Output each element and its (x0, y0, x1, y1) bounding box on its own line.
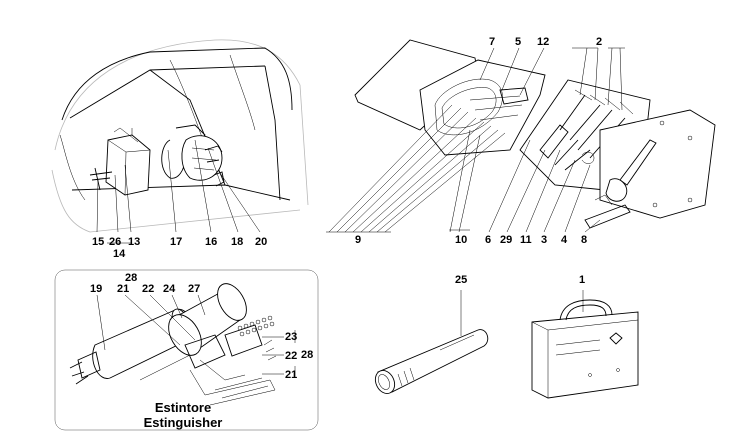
callout-3: 3 (541, 234, 548, 246)
callout-24: 24 (163, 283, 176, 295)
tool-bag-illustration (531, 290, 639, 399)
callout-17: 17 (170, 236, 183, 248)
callout-8: 8 (581, 234, 588, 246)
toolkit-leader-lines (326, 47, 625, 233)
caption-english: Estinguisher (143, 415, 223, 430)
callout-4: 4 (561, 234, 568, 246)
trunk-leader-lines (96, 139, 261, 244)
callout-22-top: 22 (142, 283, 155, 295)
caption-italian: Estintore (154, 400, 212, 415)
callout-25: 25 (455, 274, 468, 286)
callout-11: 11 (520, 234, 532, 246)
extinguisher-panel (54, 269, 319, 431)
callout-10: 10 (455, 234, 468, 246)
callout-19: 19 (90, 283, 103, 295)
callout-22-side: 22 (285, 350, 298, 362)
callout-21-top: 21 (117, 283, 130, 295)
callout-9: 9 (355, 234, 362, 246)
trunk-compartment-illustration (51, 39, 309, 233)
callout-21-side: 21 (285, 369, 298, 381)
callout-28-top: 28 (125, 272, 138, 284)
flashlight-illustration (374, 290, 489, 394)
callout-12: 12 (537, 36, 550, 48)
callout-18: 18 (231, 236, 244, 248)
callout-20: 20 (255, 236, 268, 248)
callout-14: 14 (113, 248, 126, 260)
callout-6: 6 (485, 234, 492, 246)
callout-7: 7 (489, 36, 496, 48)
callout-26: 26 (109, 236, 122, 248)
callout-23: 23 (285, 331, 298, 343)
callout-29: 29 (500, 234, 513, 246)
callout-2: 2 (596, 36, 603, 48)
callout-16: 16 (205, 236, 218, 248)
tool-kit-illustration (354, 39, 716, 229)
callout-1: 1 (579, 274, 586, 286)
callout-5: 5 (515, 36, 522, 48)
callout-28-side: 28 (301, 349, 314, 361)
extinguisher-leader-lines (96, 294, 296, 381)
callout-27: 27 (188, 283, 201, 295)
callout-13: 13 (128, 236, 141, 248)
callout-15: 15 (92, 236, 105, 248)
